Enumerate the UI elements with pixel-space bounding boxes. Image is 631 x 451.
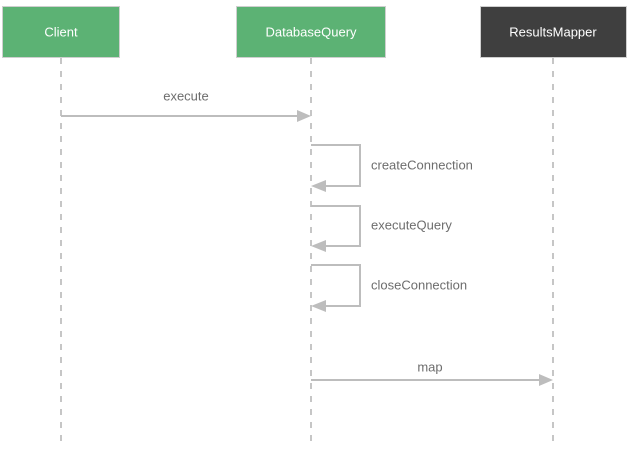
arrowhead-closeconnection bbox=[311, 300, 326, 312]
participant-databasequery[interactable]: DatabaseQuery bbox=[236, 6, 386, 58]
arrowhead-executequery bbox=[311, 240, 326, 252]
message-label-map: map bbox=[417, 359, 442, 374]
arrowhead-createconnection bbox=[311, 180, 326, 192]
message-execute[interactable]: execute bbox=[61, 88, 311, 122]
participant-box-client[interactable] bbox=[2, 6, 120, 58]
message-executequery[interactable]: executeQuery bbox=[311, 205, 452, 252]
lifelines bbox=[60, 58, 554, 448]
participant-label-resultsmapper: ResultsMapper bbox=[509, 24, 597, 39]
message-createconnection[interactable]: createConnection bbox=[311, 144, 473, 192]
message-label-closeconnection: closeConnection bbox=[371, 277, 467, 292]
participant-resultsmapper[interactable]: ResultsMapper bbox=[480, 6, 627, 58]
arrowhead-map bbox=[539, 374, 553, 386]
arrowhead-execute bbox=[297, 110, 311, 122]
message-path-executequery bbox=[311, 205, 361, 247]
participant-box-resultsmapper[interactable] bbox=[480, 6, 627, 58]
participant-label-databasequery: DatabaseQuery bbox=[265, 24, 357, 39]
message-label-executequery: executeQuery bbox=[371, 217, 452, 232]
message-map[interactable]: map bbox=[311, 359, 553, 386]
message-label-createconnection: createConnection bbox=[371, 157, 473, 172]
message-label-execute: execute bbox=[163, 88, 209, 103]
participant-label-client: Client bbox=[44, 24, 78, 39]
message-path-createconnection bbox=[311, 144, 361, 187]
participant-box-databasequery[interactable] bbox=[236, 6, 386, 58]
participant-client[interactable]: Client bbox=[2, 6, 120, 58]
message-path-closeconnection bbox=[311, 264, 361, 307]
message-closeconnection[interactable]: closeConnection bbox=[311, 264, 467, 312]
